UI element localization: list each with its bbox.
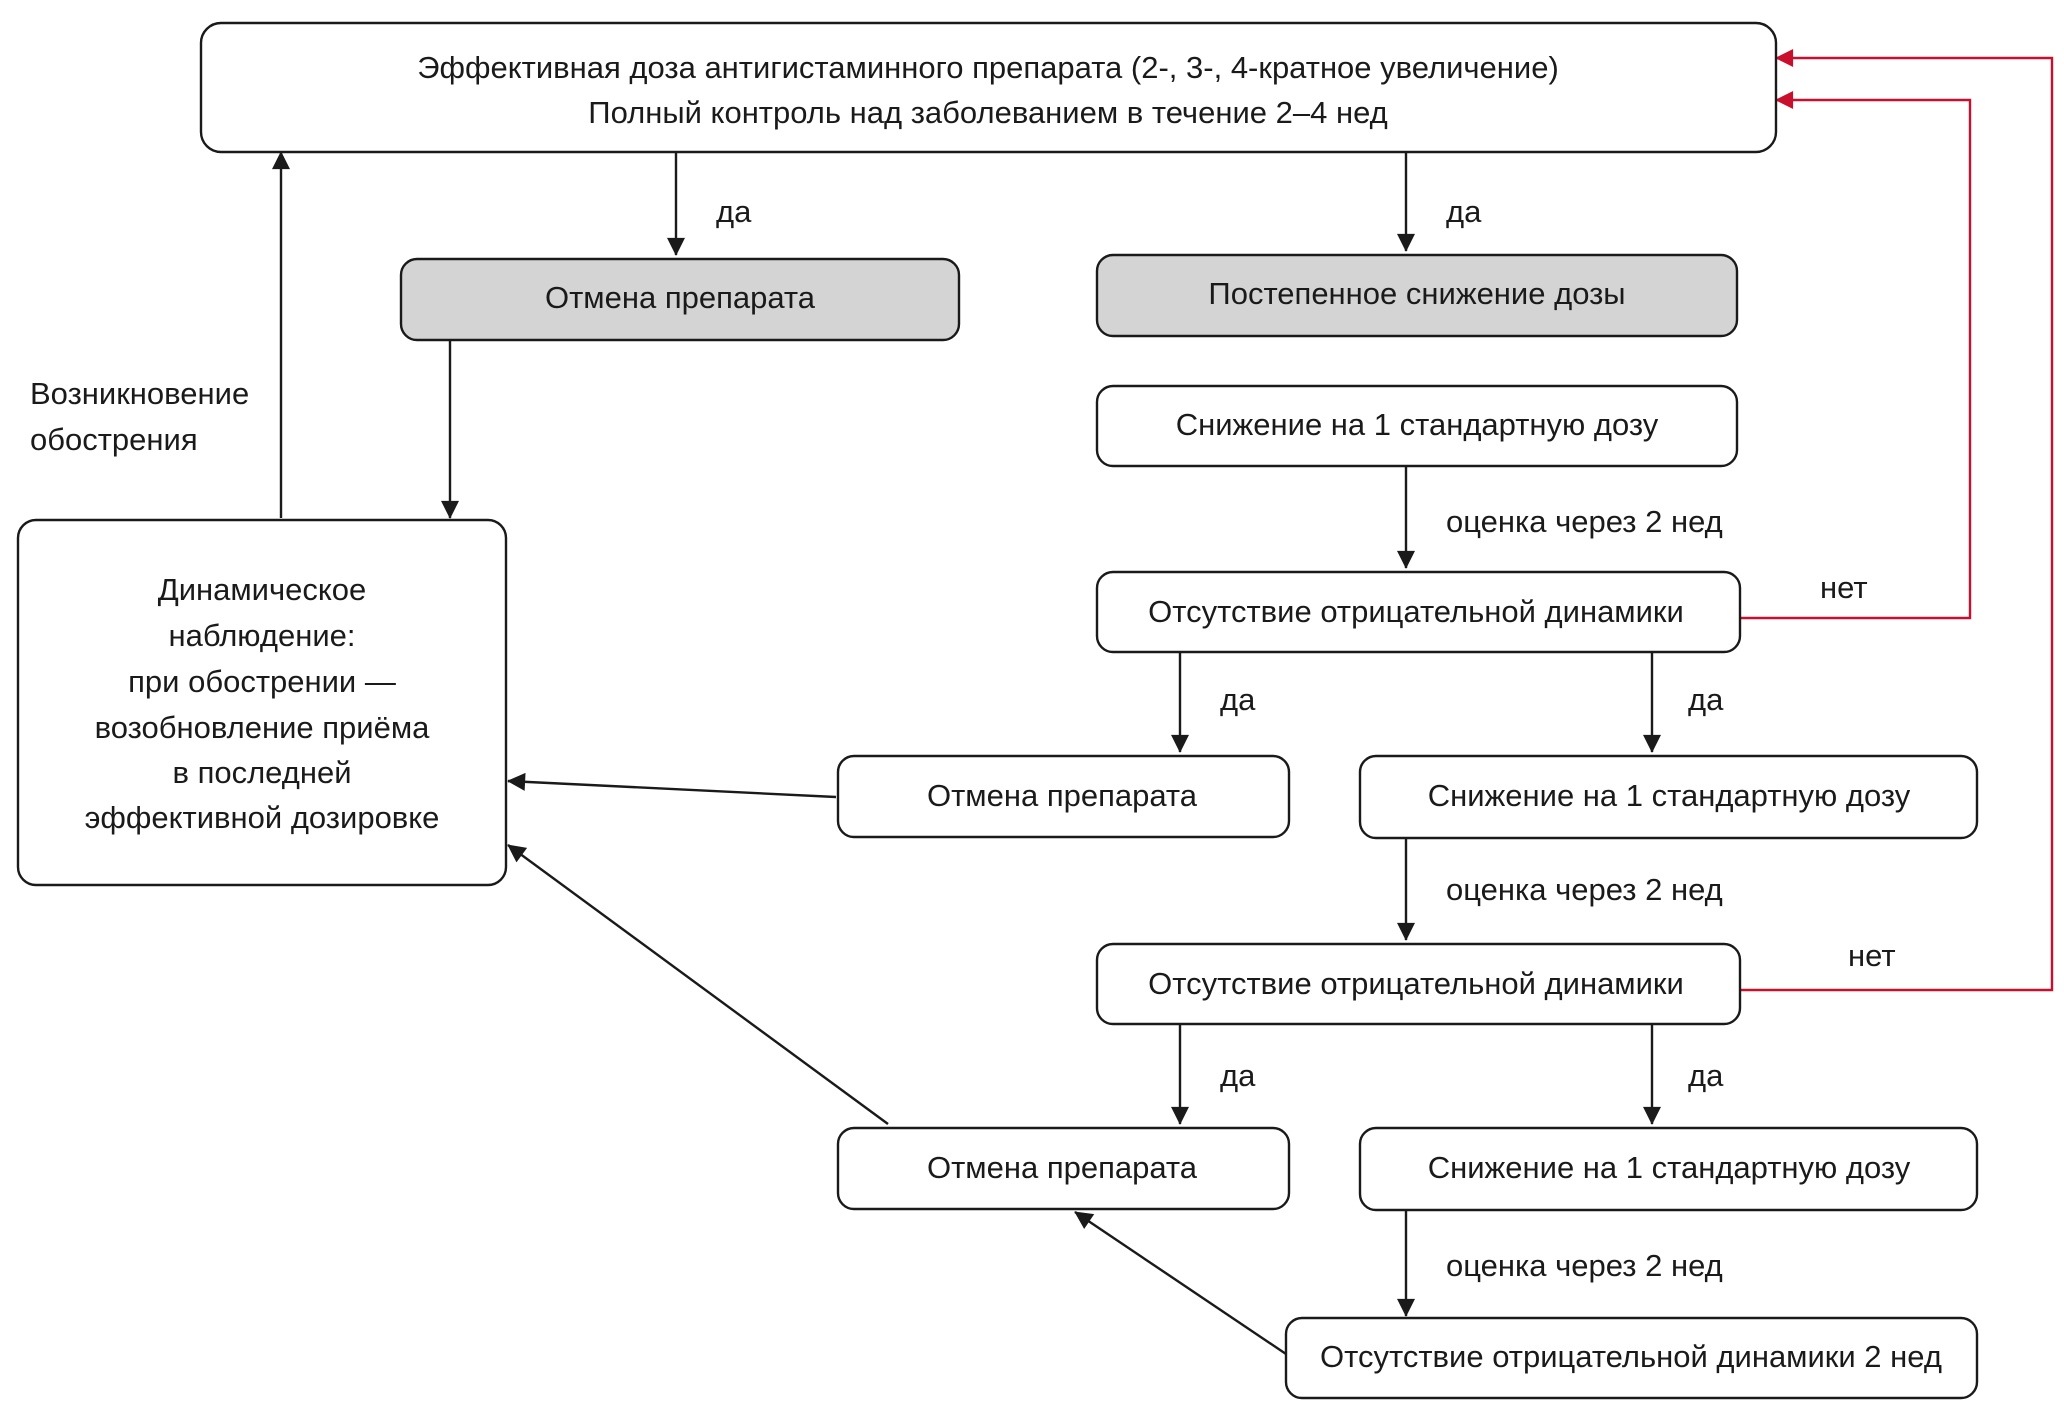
node-no-negative-dynamics-1: Отсутствие отрицательной динамики [1095, 570, 1742, 654]
node-dynamic-observation-line-4: возобновление приёма [95, 710, 431, 745]
node-effective-dose-line-2: Полный контроль над заболеванием в течен… [588, 95, 1387, 130]
arrow-cancel-2-to-observe [507, 772, 837, 799]
label-eval-3: оценка через 2 нед [1446, 1248, 1723, 1283]
node-cancel-drug-1: Отмена препарата [399, 257, 961, 342]
node-no-negative-dynamics-3-label: Отсутствие отрицательной динамики 2 нед [1320, 1339, 1942, 1374]
label-eval-1: оценка через 2 нед [1446, 504, 1723, 539]
node-cancel-drug-2: Отмена препарата [836, 754, 1291, 839]
node-reduce-dose-3: Снижение на 1 стандартную дозу [1358, 1126, 1979, 1212]
arrow-cancel-3-to-observe [507, 844, 889, 1125]
node-no-negative-dynamics-1-label: Отсутствие отрицательной динамики [1148, 594, 1684, 629]
node-cancel-drug-3-label: Отмена препарата [927, 1150, 1198, 1185]
node-cancel-drug-2-label: Отмена препарата [927, 778, 1198, 813]
label-flare-line-1: Возникновение [30, 376, 249, 411]
node-cancel-drug-3: Отмена препарата [836, 1126, 1291, 1211]
node-gradual-reduction: Постепенное снижение дозы [1095, 253, 1739, 338]
node-dynamic-observation-line-1: Динамическое [158, 572, 367, 607]
node-dynamic-observation: Динамическое наблюдение: при обострении … [16, 518, 508, 887]
arrow-no-neg-1-feedback-to-top [1740, 91, 1972, 620]
label-no-2: нет [1848, 938, 1896, 973]
label-yes-2: да [1446, 194, 1482, 229]
node-effective-dose: Эффективная доза антигистаминного препар… [199, 21, 1778, 154]
node-no-negative-dynamics-2: Отсутствие отрицательной динамики [1095, 942, 1742, 1026]
label-yes-6: да [1688, 1058, 1724, 1093]
node-dynamic-observation-line-3: при обострении — [128, 664, 396, 699]
label-flare-line-2: обострения [30, 422, 198, 457]
node-dynamic-observation-line-6: эффективной дозировке [85, 800, 440, 835]
node-reduce-dose-1: Снижение на 1 стандартную дозу [1095, 384, 1739, 468]
node-reduce-dose-2-label: Снижение на 1 стандартную дозу [1428, 778, 1911, 813]
node-no-negative-dynamics-2-label: Отсутствие отрицательной динамики [1148, 966, 1684, 1001]
node-dynamic-observation-line-5: в последней [172, 755, 351, 790]
arrow-no-neg-3-to-cancel-3 [1074, 1211, 1287, 1355]
node-no-negative-dynamics-3: Отсутствие отрицательной динамики 2 нед [1284, 1316, 1979, 1400]
label-eval-2: оценка через 2 нед [1446, 872, 1723, 907]
label-no-1: нет [1820, 570, 1868, 605]
label-yes-4: да [1688, 682, 1724, 717]
arrow-no-neg-2-feedback-to-top [1740, 49, 2054, 992]
label-yes-5: да [1220, 1058, 1256, 1093]
node-reduce-dose-2: Снижение на 1 стандартную дозу [1358, 754, 1979, 840]
node-reduce-dose-3-label: Снижение на 1 стандартную дозу [1428, 1150, 1911, 1185]
label-yes-3: да [1220, 682, 1256, 717]
node-reduce-dose-1-label: Снижение на 1 стандартную дозу [1176, 407, 1659, 442]
label-yes-1: да [716, 194, 752, 229]
node-cancel-drug-1-label: Отмена препарата [545, 280, 816, 315]
node-effective-dose-line-1: Эффективная доза антигистаминного препар… [417, 50, 1559, 85]
node-dynamic-observation-line-2: наблюдение: [169, 618, 356, 653]
node-gradual-reduction-label: Постепенное снижение дозы [1208, 276, 1625, 311]
